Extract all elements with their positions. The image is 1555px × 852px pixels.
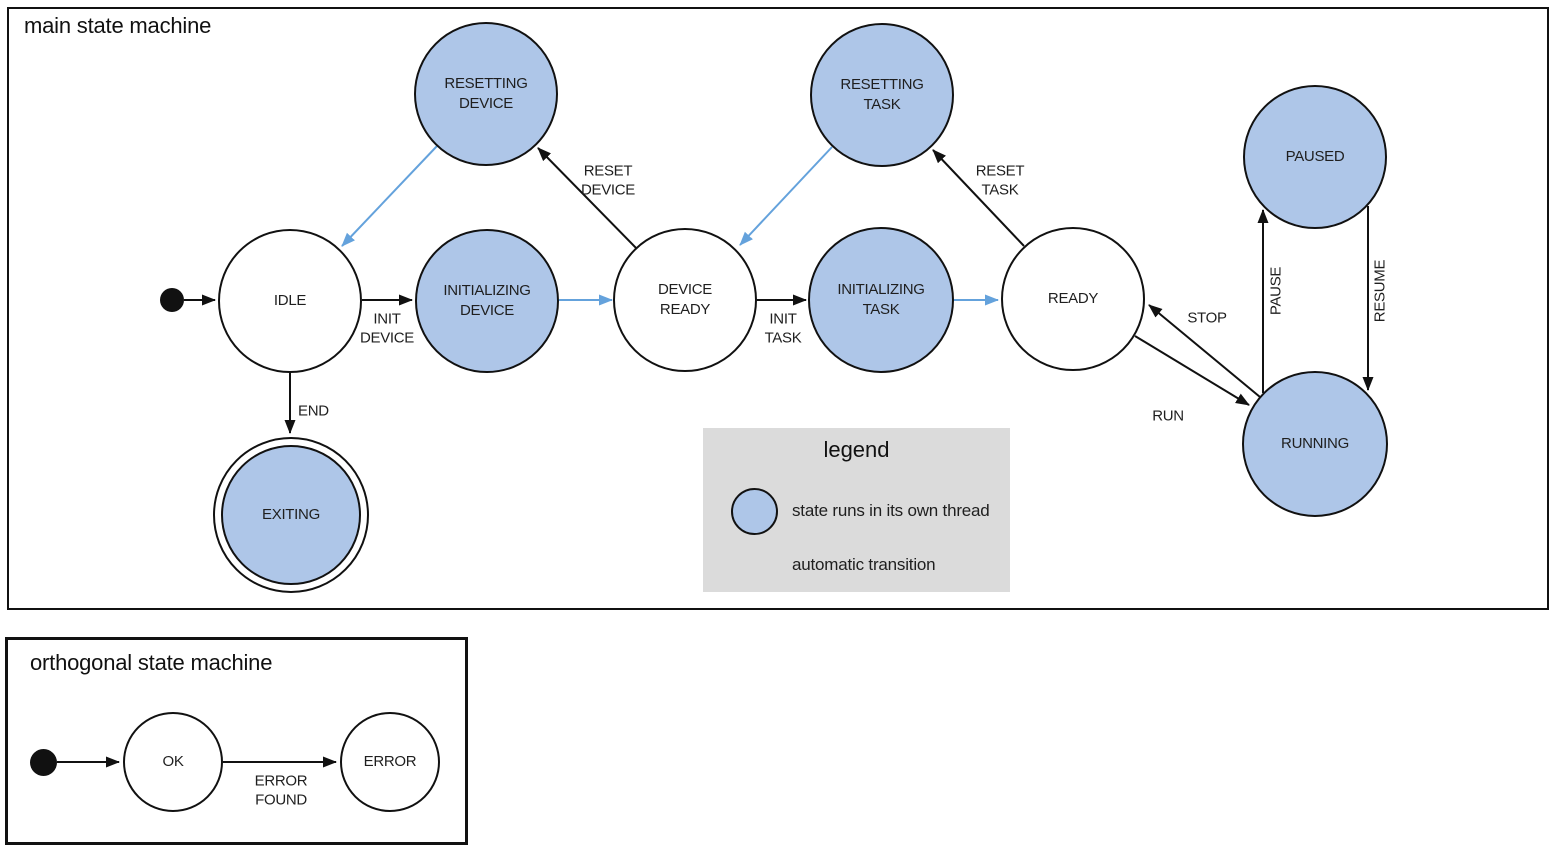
state-exiting-inner-circle: EXITING <box>221 445 361 585</box>
state-label: PAUSED <box>1285 148 1345 166</box>
state-exiting-final: EXITING <box>213 437 369 593</box>
legend-threaded-state-swatch <box>731 488 778 535</box>
state-label: RESETTING DEVICE <box>444 75 528 112</box>
initial-state-dot-orthogonal <box>30 749 57 776</box>
legend-auto-transition-label: automatic transition <box>792 555 936 574</box>
main-machine-title: main state machine <box>24 13 212 38</box>
state-ready: READY <box>1001 227 1145 371</box>
transition-label-error-found: ERROR FOUND <box>254 772 308 808</box>
state-label: EXITING <box>262 506 320 524</box>
transition-label-resume: RESUME <box>1371 259 1389 323</box>
state-running: RUNNING <box>1242 371 1388 517</box>
state-label: IDLE <box>273 292 307 310</box>
transition-label-run: RUN <box>1152 407 1184 425</box>
initial-state-dot-main <box>160 288 184 312</box>
state-initializing-device: INITIALIZING DEVICE <box>415 229 559 373</box>
state-label: READY <box>1047 290 1099 308</box>
transition-label-reset-device: RESET DEVICE <box>580 162 636 198</box>
transition-label-reset-task: RESET TASK <box>975 162 1025 198</box>
state-resetting-task: RESETTING TASK <box>810 23 954 167</box>
legend-threaded-state-label: state runs in its own thread <box>792 501 990 520</box>
state-label: OK <box>162 753 184 771</box>
state-initializing-task: INITIALIZING TASK <box>808 227 954 373</box>
state-label: RUNNING <box>1281 435 1349 453</box>
state-paused: PAUSED <box>1243 85 1387 229</box>
state-ok: OK <box>123 712 223 812</box>
main-state-machine-frame <box>7 7 1549 610</box>
legend-title: legend <box>823 437 890 462</box>
state-error: ERROR <box>340 712 440 812</box>
state-resetting-device: RESETTING DEVICE <box>414 22 558 166</box>
state-label: ERROR <box>363 753 417 771</box>
state-label: INITIALIZING DEVICE <box>443 282 531 319</box>
transition-label-pause: PAUSE <box>1267 266 1285 316</box>
orthogonal-state-machine-frame <box>5 637 468 845</box>
state-label: INITIALIZING TASK <box>837 281 925 318</box>
orthogonal-machine-title: orthogonal state machine <box>30 650 273 675</box>
state-device-ready: DEVICE READY <box>613 228 757 372</box>
transition-label-init-task: INIT TASK <box>764 310 802 346</box>
transition-label-end: END <box>298 402 329 420</box>
state-label: DEVICE READY <box>657 281 713 318</box>
transition-label-init-device: INIT DEVICE <box>359 310 415 346</box>
state-label: RESETTING TASK <box>840 76 924 113</box>
transition-label-stop: STOP <box>1187 309 1227 327</box>
state-idle: IDLE <box>218 229 362 373</box>
